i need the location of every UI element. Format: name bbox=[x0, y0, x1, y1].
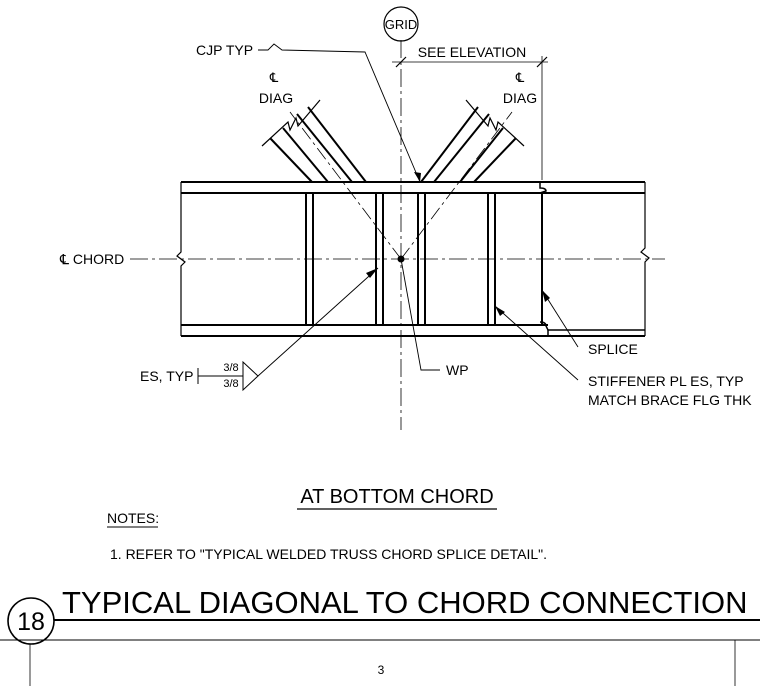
diag-label-right: DIAG bbox=[503, 90, 537, 106]
detail-subtitle: AT BOTTOM CHORD bbox=[297, 486, 497, 510]
stiffener-label-line2: MATCH BRACE FLG THK bbox=[588, 392, 752, 408]
es-typ-label: ES, TYP bbox=[140, 368, 193, 384]
diag-label-left: DIAG bbox=[259, 90, 293, 106]
weld-symbol: ES, TYP 3/8 3/8 bbox=[140, 267, 379, 392]
splice-callout: SPLICE bbox=[541, 289, 638, 357]
grid-label: GRID bbox=[385, 17, 418, 32]
detail-number: 18 bbox=[17, 608, 45, 636]
grid-bubble: GRID bbox=[383, 6, 419, 42]
stiffener-label-line1: STIFFENER PL ES, TYP bbox=[588, 373, 744, 389]
page-number: 3 bbox=[378, 663, 385, 677]
cjp-callout: CJP TYP bbox=[196, 42, 421, 183]
title-block: 18 TYPICAL DIAGONAL TO CHORD CONNECTION … bbox=[0, 585, 760, 686]
cl-symbol-left: ℄ bbox=[269, 70, 279, 85]
see-elevation-label: SEE ELEVATION bbox=[418, 44, 526, 60]
see-elevation-dimension: SEE ELEVATION bbox=[392, 44, 548, 180]
stiffener-callout: STIFFENER PL ES, TYP MATCH BRACE FLG THK bbox=[494, 305, 752, 408]
left-diagonal-brace bbox=[261, 99, 367, 183]
cl-symbol-right: ℄ bbox=[515, 70, 525, 85]
wp-callout: WP bbox=[400, 258, 469, 378]
notes-section: NOTES: 1. REFER TO "TYPICAL WELDED TRUSS… bbox=[107, 510, 547, 562]
splice-label: SPLICE bbox=[588, 341, 638, 357]
diag-cl-left: ℄ DIAG bbox=[259, 70, 293, 106]
notes-heading: NOTES: bbox=[107, 510, 159, 526]
center-lines bbox=[130, 40, 665, 430]
subtitle-text: AT BOTTOM CHORD bbox=[300, 486, 493, 508]
detail-title: TYPICAL DIAGONAL TO CHORD CONNECTION bbox=[62, 585, 748, 620]
weld-size-top: 3/8 bbox=[223, 362, 238, 374]
note-item: 1. REFER TO "TYPICAL WELDED TRUSS CHORD … bbox=[110, 546, 547, 562]
cl-chord-label: ℄ CHORD bbox=[59, 251, 124, 267]
weld-size-bottom: 3/8 bbox=[223, 378, 238, 390]
wp-label: WP bbox=[446, 362, 469, 378]
cjp-label: CJP TYP bbox=[196, 42, 253, 58]
diag-cl-right: ℄ DIAG bbox=[503, 70, 537, 106]
right-diagonal-brace bbox=[420, 99, 525, 183]
